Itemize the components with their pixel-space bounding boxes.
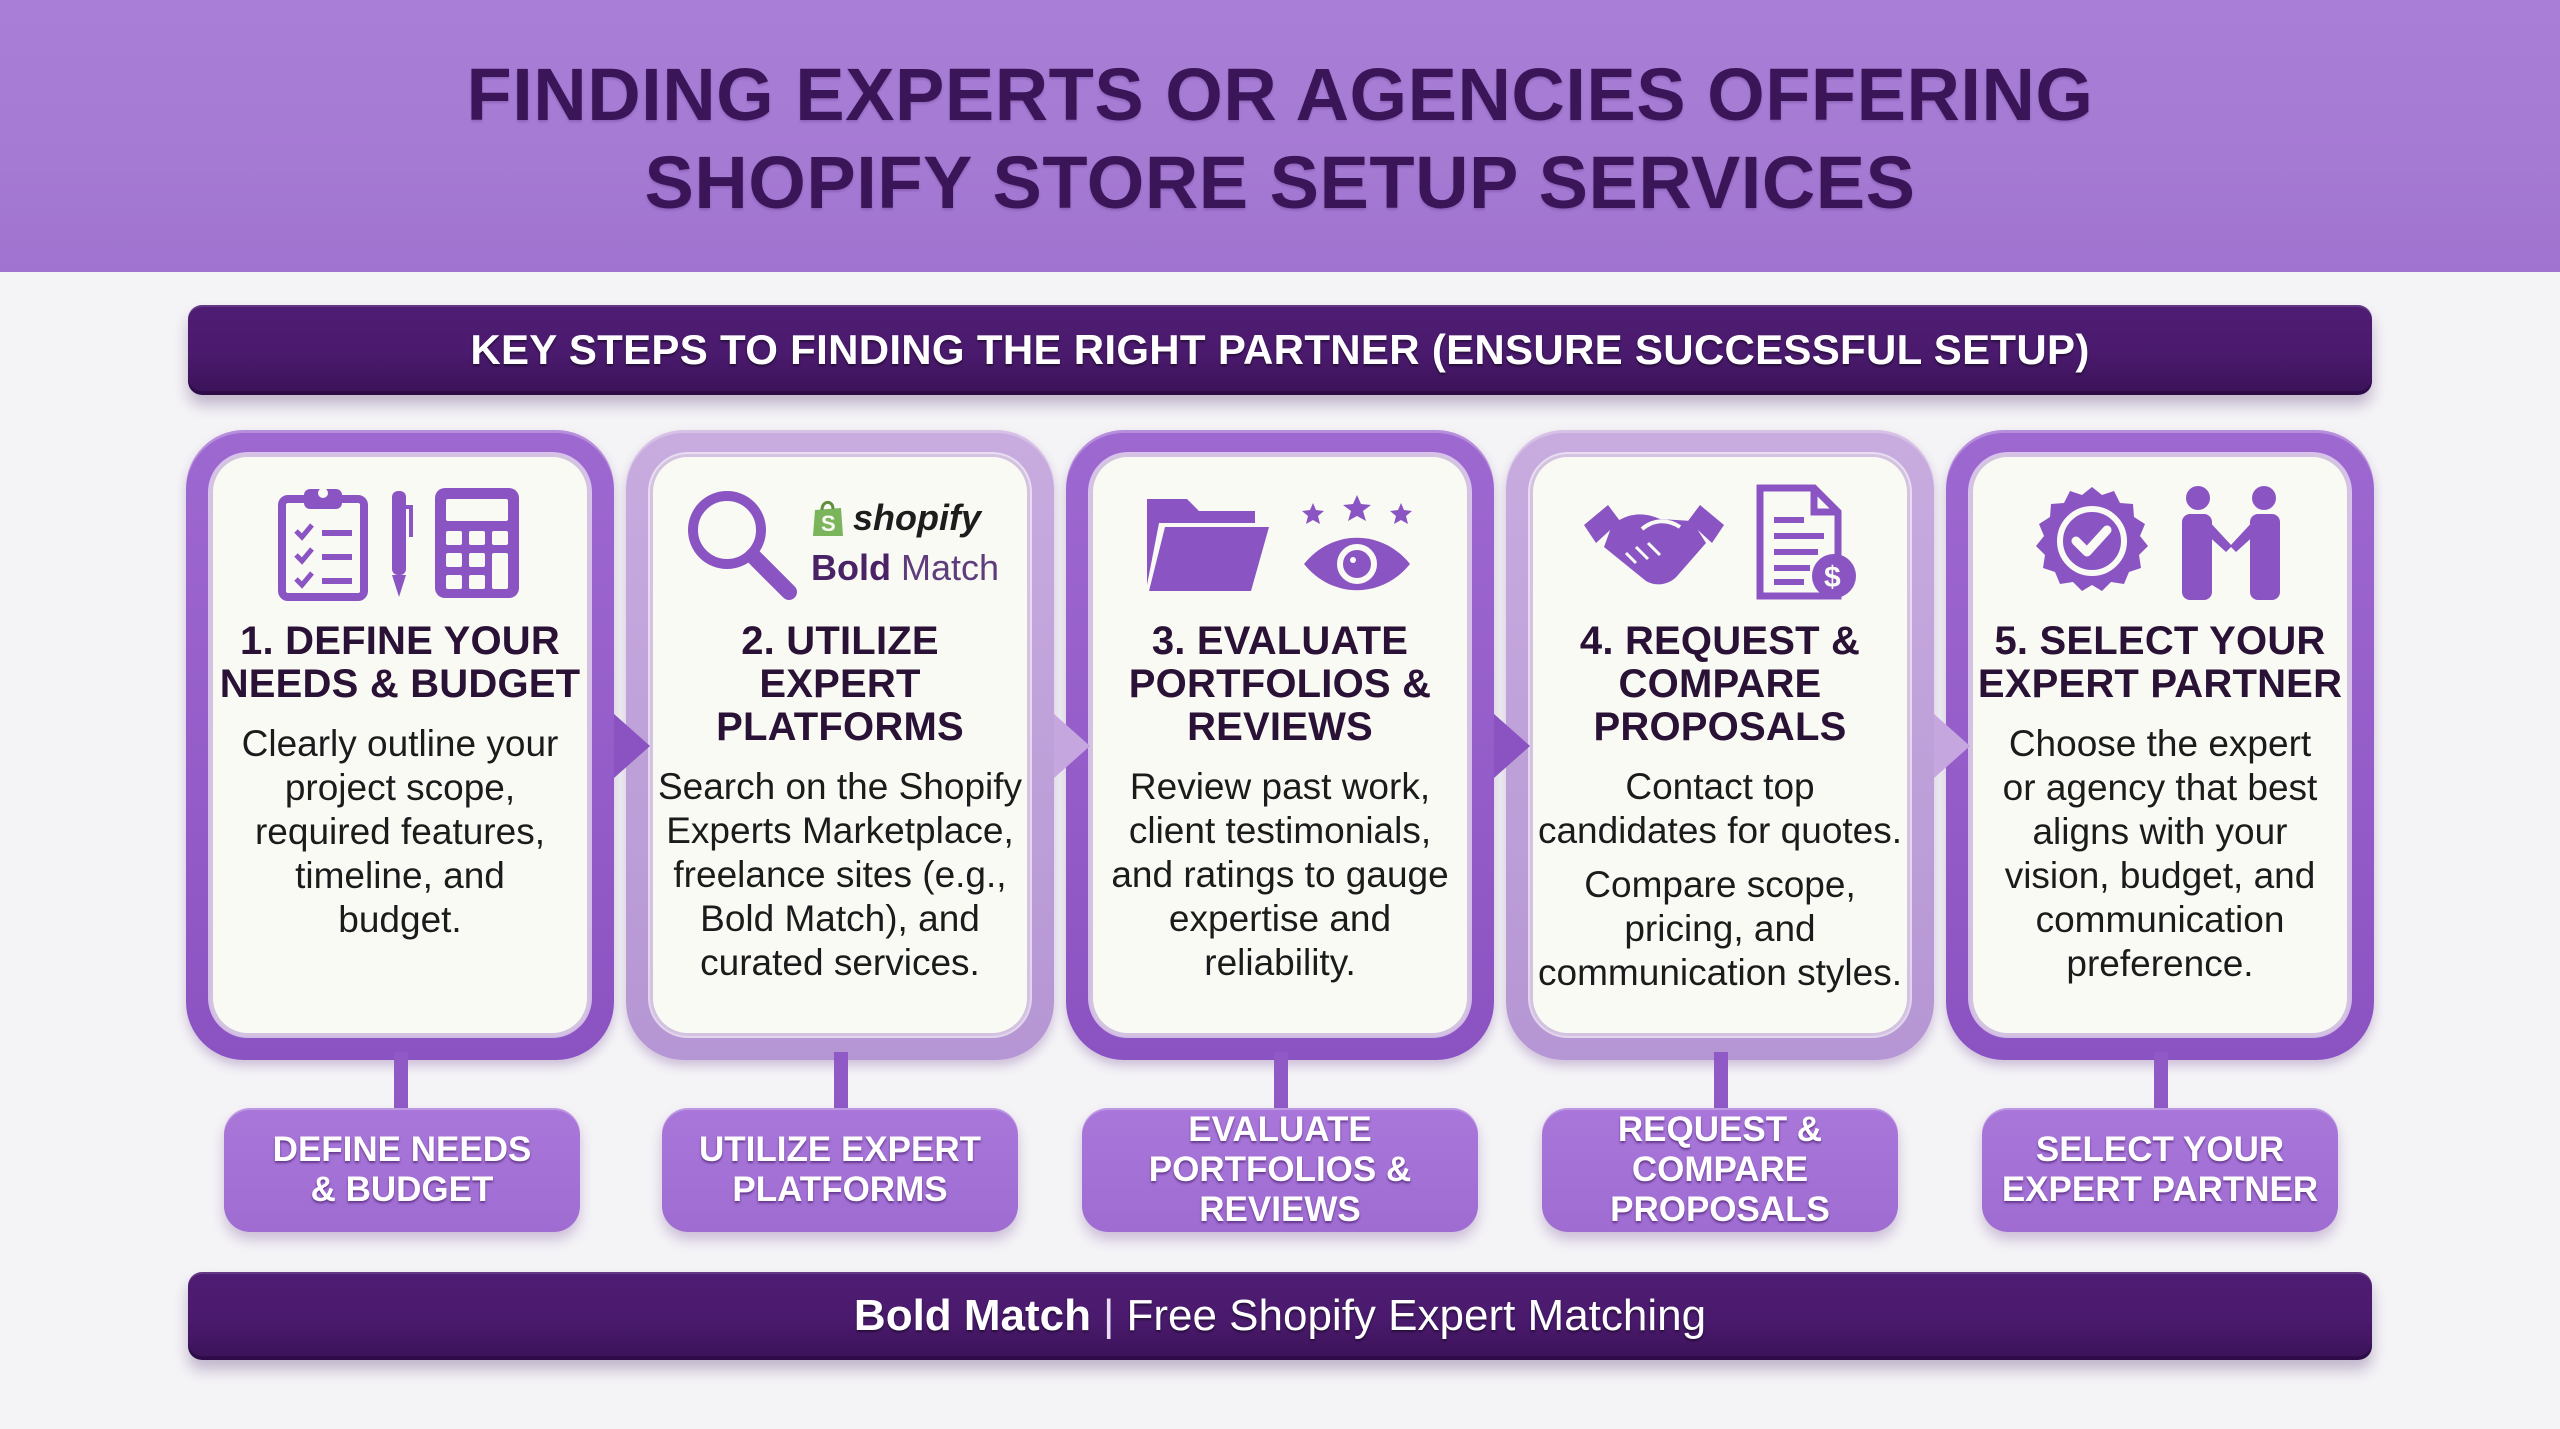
step-1-title: 1. DEFINE YOUR NEEDS & BUDGET [219,619,581,706]
step-3-description: Review past work, client testimonials, a… [1111,766,1449,983]
eye-icon [1302,535,1412,593]
step-4-description-2: Compare scope, pricing, and communicatio… [1538,864,1902,993]
footer-bar: Bold Match | Free Shopify Expert Matchin… [188,1272,2372,1360]
invoice-dollar-icon: $ [1754,484,1858,602]
connector-3 [1274,1052,1288,1110]
svg-text:$: $ [1824,561,1841,594]
stars-icon [1299,493,1415,529]
step-4-title: 4. REQUEST & COMPARE PROPOSALS [1579,619,1861,749]
step-1-description: Clearly outline your project scope, requ… [241,723,559,940]
calculator-icon [432,485,522,601]
step-4-icons: $ [1582,482,1858,604]
bold-match-logo: Bold Match [810,547,1000,588]
step-2-description: Search on the Shopify Experts Marketplac… [657,766,1023,983]
shopify-bag-icon: S [812,500,843,536]
step-5-description: Choose the expert or agency that best al… [2002,723,2318,984]
header-banner: FINDING EXPERTS OR AGENCIES OFFERING SHO… [0,0,2560,272]
step-card-1: 1. DEFINE YOUR NEEDS & BUDGET Clearly ou… [186,430,614,1060]
svg-text:S: S [821,511,836,536]
step-1-icons [278,482,522,604]
step-4-description-1: Contact top candidates for quotes. [1537,766,1903,851]
footer-separator: | [1103,1291,1115,1340]
step-2-title: 2. UTILIZE EXPERT PLATFORMS [716,619,964,749]
subheader-bar: KEY STEPS TO FINDING THE RIGHT PARTNER (… [188,305,2372,395]
step-3-title: 3. EVALUATE PORTFOLIOS & REVIEWS [1128,619,1432,749]
people-handshake-icon [2176,484,2286,602]
pen-icon [386,485,414,601]
step-5-title: 5. SELECT YOUR EXPERT PARTNER [1977,619,2343,706]
footer-brand: Bold Match [853,1291,1092,1340]
shopify-logo: S shopify [811,497,981,539]
step-label-1: DEFINE NEEDS& BUDGET [224,1108,580,1232]
step-card-2: S shopify Bold Match 2. UTILIZE EXPERT P… [626,430,1054,1060]
page-title-line-2: SHOPIFY STORE SETUP SERVICES [644,141,1916,224]
step-3-icons [1145,482,1415,604]
magnifying-glass-icon [681,484,799,602]
step-card-3: 3. EVALUATE PORTFOLIOS & REVIEWS Review … [1066,430,1494,1060]
step-2-icons: S shopify Bold Match [681,482,999,604]
connector-4 [1714,1052,1728,1110]
connector-5 [2154,1052,2168,1110]
steps-row: 1. DEFINE YOUR NEEDS & BUDGET Clearly ou… [186,430,2376,1060]
folder-icon [1145,493,1271,593]
step-card-4: $ 4. REQUEST & COMPARE PROPOSALS Contact… [1506,430,1934,1060]
footer-tagline: Free Shopify Expert Matching [1126,1291,1707,1340]
clipboard-checklist-icon [278,485,368,601]
step-5-icons [2034,482,2286,604]
page-title-line-1: FINDING EXPERTS OR AGENCIES OFFERING [466,53,2094,136]
step-card-5: 5. SELECT YOUR EXPERT PARTNER Choose the… [1946,430,2374,1060]
connector-2 [834,1052,848,1110]
subheader-text: KEY STEPS TO FINDING THE RIGHT PARTNER (… [470,326,2090,373]
handshake-icon [1582,495,1726,591]
verified-badge-icon [2034,485,2150,601]
connector-1 [394,1052,408,1110]
